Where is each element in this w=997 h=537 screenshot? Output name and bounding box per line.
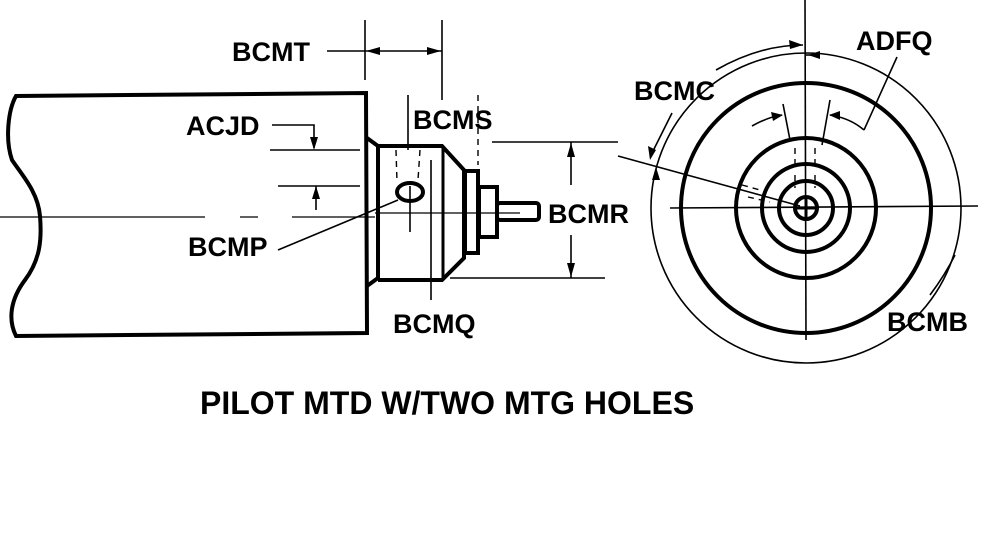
label-bcmt: BCMT	[232, 37, 310, 67]
bcmc-radial-line	[617, 155, 801, 207]
frame-circle	[679, 81, 933, 335]
side-view: BCMT ACJD BCMS BCMP BCMR BCMQ	[0, 20, 629, 339]
pilot-circle	[734, 136, 878, 280]
label-adfq: ADFQ	[856, 26, 933, 56]
center-line	[0, 212, 520, 218]
motor-body-outline	[6, 90, 370, 339]
bcmb-outer-circle	[650, 52, 962, 364]
adfq-ext-left	[782, 103, 791, 141]
label-bcmb: BCMB	[887, 307, 968, 337]
bcmt-arrow-left	[366, 47, 380, 55]
shaft	[495, 201, 541, 222]
bcmc-arrow-upper	[652, 167, 660, 180]
diagram-title: PILOT MTD W/TWO MTG HOLES	[200, 385, 694, 421]
end-view-vertical-axis	[804, 0, 807, 341]
step-ring	[463, 169, 480, 255]
end-view: ADFQ BCMC BCMB	[617, 0, 979, 364]
pilot-flange	[365, 136, 380, 288]
bcmr-arrow-top	[567, 143, 575, 157]
shaft-circle	[793, 195, 819, 221]
label-bcmr: BCMR	[548, 199, 629, 229]
hole-hidden-lines	[395, 149, 421, 183]
label-bcmp: BCMP	[188, 232, 268, 262]
adfq-arrow-left	[771, 112, 783, 121]
label-acjd: ACJD	[186, 111, 260, 141]
bcmp-leader	[277, 199, 399, 251]
bcmb-leader	[929, 254, 956, 296]
hub-circle	[777, 179, 835, 237]
step-circle	[760, 162, 852, 254]
bcmc-arrow-lower	[648, 146, 656, 160]
adfq-ext-right	[821, 99, 831, 146]
label-bcmc: BCMC	[634, 76, 715, 106]
acjd-arrow-bottom	[312, 186, 320, 199]
adfq-leader	[863, 56, 898, 131]
acjd-leader	[272, 124, 315, 148]
hub	[477, 185, 499, 239]
label-bcms: BCMS	[413, 105, 493, 135]
bcmr-arrow-bottom	[567, 263, 575, 277]
bcmc-arrow-right	[808, 51, 820, 59]
adfq-arrow-right	[829, 111, 840, 120]
bcmc-arc-top	[715, 44, 804, 71]
acjd-arrow-top	[310, 137, 318, 150]
label-bcmq: BCMQ	[393, 309, 476, 339]
bcmc-leader	[650, 112, 673, 156]
bcmt-arrow-right	[427, 47, 441, 55]
end-view-horizontal-axis	[669, 205, 979, 209]
bcmc-arrow-top	[789, 40, 803, 49]
